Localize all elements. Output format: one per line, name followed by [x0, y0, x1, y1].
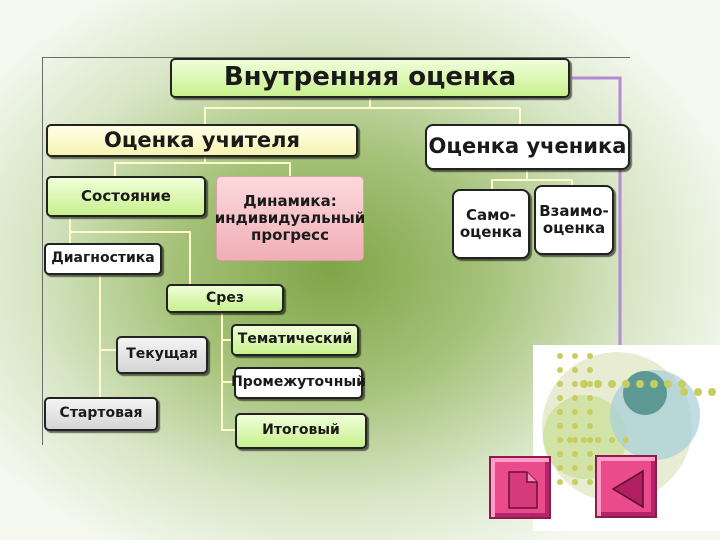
thematic-node: Тематический	[231, 324, 359, 356]
dynamics-node: Динамика: индивидуальный прогресс	[215, 176, 365, 261]
slice-node: Срез	[166, 284, 284, 313]
self-assessment-node: Само- оценка	[452, 189, 530, 259]
connector-student	[491, 170, 528, 189]
current-node: Текущая	[116, 336, 208, 374]
connector-teacher	[114, 157, 206, 176]
back-nav-button[interactable]	[595, 455, 657, 518]
connector-root	[204, 98, 371, 124]
frame-top-line	[42, 57, 630, 58]
state-node: Состояние	[46, 176, 206, 217]
document-nav-button[interactable]	[489, 456, 551, 519]
teacher-assessment-node: Оценка учителя	[46, 124, 358, 157]
purple-link-line	[572, 76, 622, 445]
root-node: Внутренняя оценка	[170, 58, 570, 98]
diagnostics-node: Диагностика	[44, 243, 162, 275]
intermediate-node: Промежуточный	[231, 367, 366, 399]
mutual-assessment-node: Взаимо- оценка	[534, 185, 614, 255]
frame-left-line	[42, 57, 43, 445]
student-assessment-node: Оценка ученика	[425, 124, 630, 170]
starting-node: Стартовая	[44, 397, 158, 431]
document-icon	[508, 471, 538, 509]
final-node: Итоговый	[235, 413, 367, 449]
back-arrow-icon	[611, 469, 644, 509]
